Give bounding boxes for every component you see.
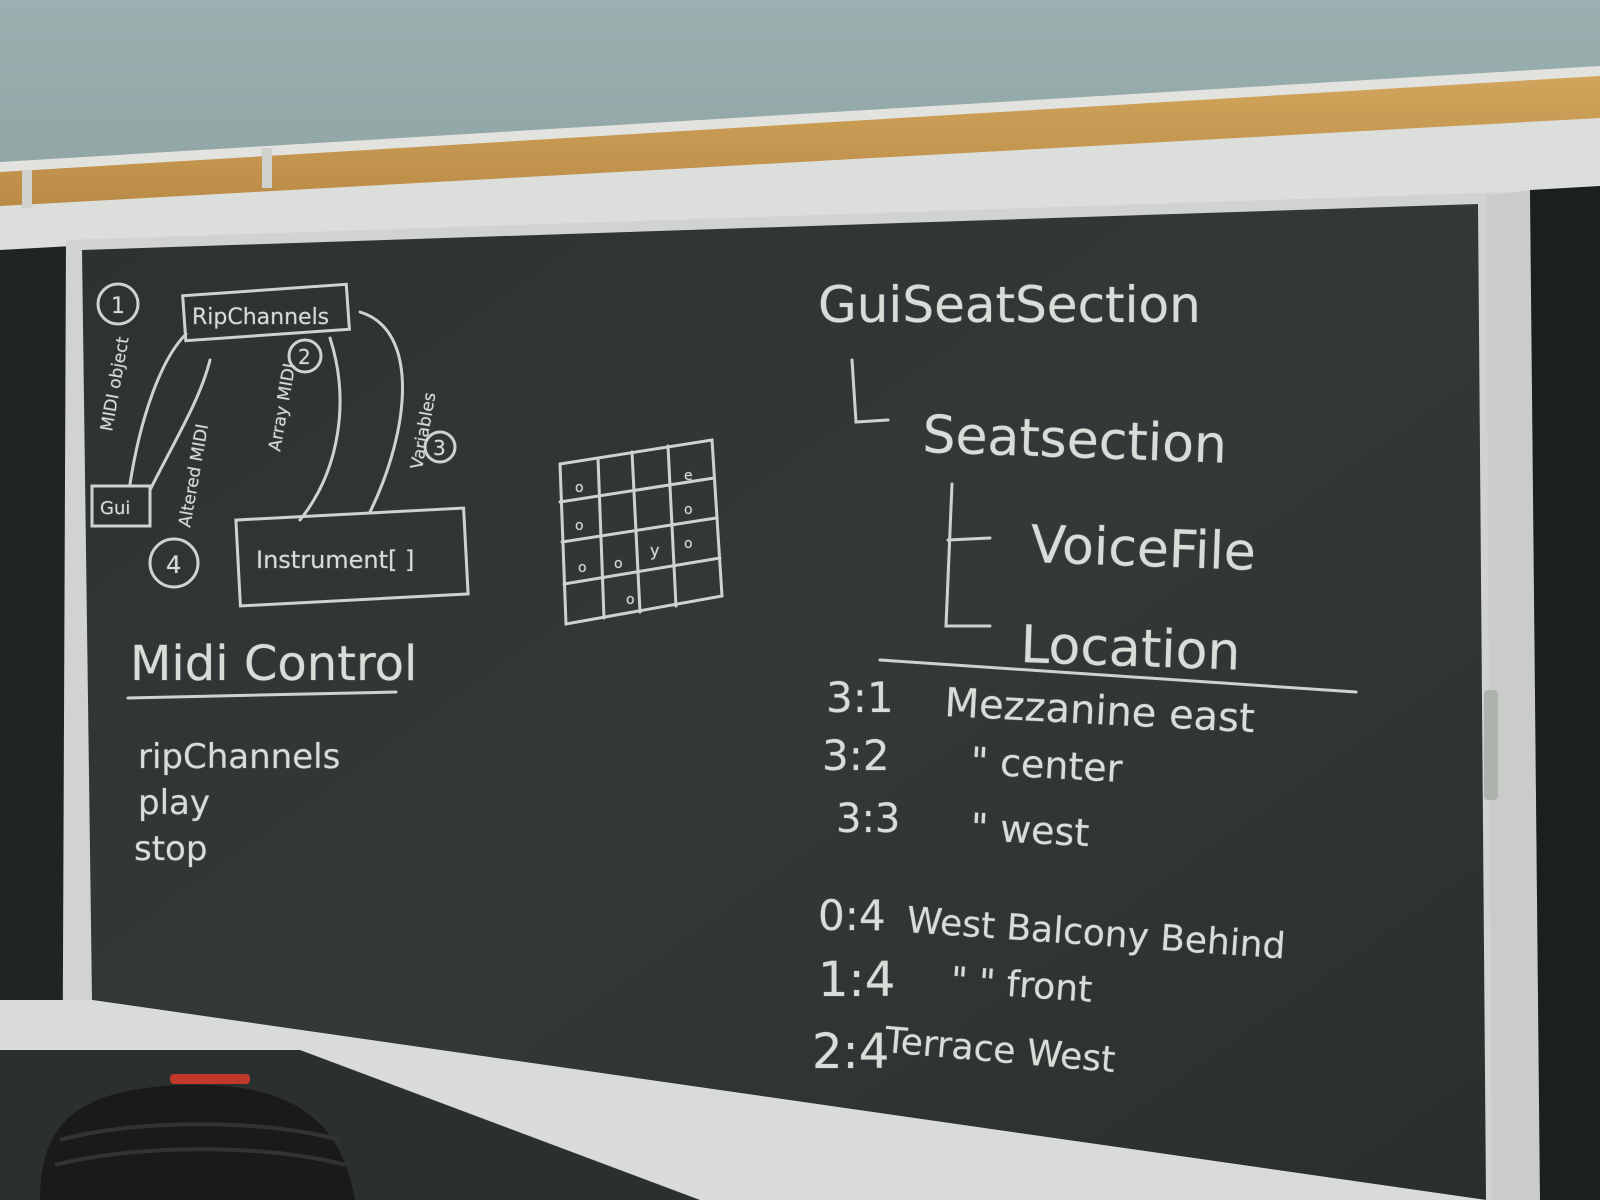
board-handle xyxy=(1484,690,1498,800)
grid-cell: o xyxy=(684,536,693,552)
tree-child-voicefile: VoiceFile xyxy=(1030,515,1257,583)
midi-control-list: Midi Control ripChannels play stop xyxy=(126,636,418,870)
location-code: 3:2 xyxy=(822,731,890,780)
grid-cell: o xyxy=(684,502,693,518)
location-code: 0:4 xyxy=(818,891,886,940)
class-tree: GuiSeatSection Seatsection VoiceFile Loc… xyxy=(818,276,1358,694)
location-desc: " west xyxy=(970,805,1091,855)
cork-strip xyxy=(0,72,1600,212)
arrow-rip-to-instrument xyxy=(298,336,342,522)
step-3-label: 3 xyxy=(433,436,446,460)
location-code: 2:4 xyxy=(812,1024,889,1080)
map-clip xyxy=(262,148,272,188)
instrument-node: Instrument[ ] xyxy=(256,546,414,574)
step-3-circle xyxy=(423,430,457,464)
step-2-circle xyxy=(287,338,323,374)
grid-sketch: o e o o y o o o o xyxy=(558,438,724,626)
midi-control-heading: Midi Control xyxy=(130,636,417,692)
arrow-rip-to-gui xyxy=(148,358,212,492)
step-4-label: 4 xyxy=(166,551,181,579)
arrow-gui-to-rip xyxy=(128,332,188,486)
instrument-box xyxy=(234,506,470,608)
arrow-instrument-to-rip xyxy=(358,310,404,514)
grid-cell: o xyxy=(626,592,635,608)
grid-cell: y xyxy=(650,541,659,560)
tree-root: GuiSeatSection xyxy=(818,276,1201,334)
chalkboard xyxy=(82,204,1486,1200)
red-marker xyxy=(170,1074,250,1084)
location-code: 3:1 xyxy=(826,673,894,722)
board-frame-top xyxy=(0,118,1600,250)
chair-back xyxy=(40,1084,355,1200)
gui-node: Gui xyxy=(100,498,130,519)
cork-trim-top xyxy=(0,66,1600,172)
grid-cell: e xyxy=(684,468,693,484)
grid-cell: o xyxy=(575,480,584,496)
right-board-panel xyxy=(1530,186,1600,1200)
left-board-panel xyxy=(0,246,80,1010)
list-item: stop xyxy=(134,829,207,869)
location-code: 1:4 xyxy=(818,952,895,1008)
grid-cell: o xyxy=(575,518,584,534)
board-frame-right xyxy=(1486,190,1540,1200)
grid-cell: o xyxy=(614,556,623,572)
ripchannels-box xyxy=(181,282,352,343)
gui-box xyxy=(90,484,152,528)
ripchannels-node: RipChannels xyxy=(192,305,329,330)
step-2-label: 2 xyxy=(298,345,311,369)
step-1-circle xyxy=(96,282,140,326)
list-item: ripChannels xyxy=(138,737,340,777)
tree-child-seatsection: Seatsection xyxy=(922,405,1228,476)
location-desc: " center xyxy=(970,739,1124,791)
grid-cell: o xyxy=(578,560,587,576)
location-code: 3:3 xyxy=(836,796,900,842)
step-1-label: 1 xyxy=(111,294,125,319)
step-4-circle xyxy=(148,537,200,589)
list-item: play xyxy=(138,783,210,823)
map-clip xyxy=(22,170,32,208)
